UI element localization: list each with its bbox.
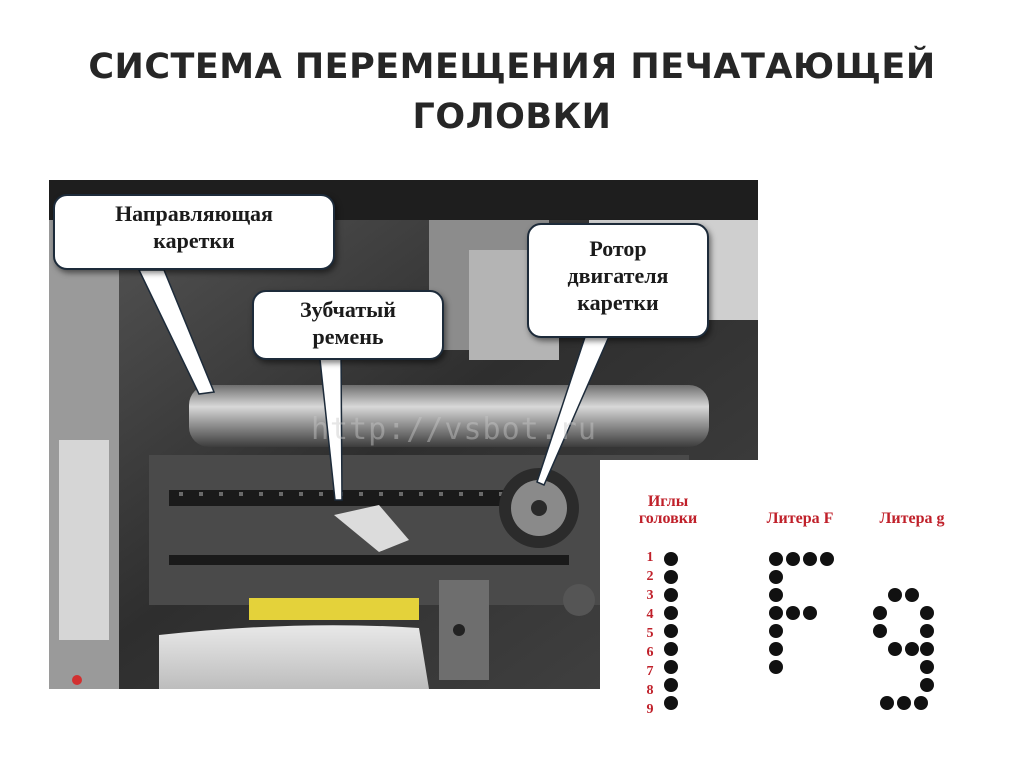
needle-column: [664, 552, 678, 710]
callout-guide-line-1: Направляющая: [63, 200, 325, 227]
paper-roll: [159, 625, 429, 689]
slide-title: СИСТЕМА ПЕРЕМЕЩЕНИЯ ПЕЧАТАЮЩЕЙ ГОЛОВКИ: [0, 42, 1024, 142]
letter-g-dots: [873, 588, 934, 710]
callout-belt-line-2: ремень: [262, 323, 434, 350]
red-indicator: [72, 675, 82, 685]
letter-f-dots: [769, 552, 834, 674]
callout-rotor-line-2: двигателя: [537, 262, 699, 289]
callout-rotor-line-3: каретки: [537, 289, 699, 316]
callout-toothed-belt: Зубчатый ремень: [252, 290, 444, 360]
slide-title-line-2: ГОЛОВКИ: [0, 92, 1024, 142]
watermark-text: http://vsbot.ru: [311, 412, 597, 447]
bracket-screw: [453, 624, 465, 636]
callout-motor-rotor: Ротор двигателя каретки: [527, 223, 709, 338]
callout-guide-line-2: каретки: [63, 227, 325, 254]
callout-carriage-guide: Направляющая каретки: [53, 194, 335, 270]
callout-rotor-line-1: Ротор: [537, 235, 699, 262]
callout-belt-line-1: Зубчатый: [262, 296, 434, 323]
toothed-belt-lower: [169, 555, 569, 565]
needle-diagram: Иглы головки Литера F Литера g 1 2 3 4 5…: [600, 460, 975, 740]
yellow-warning-label: [249, 598, 419, 620]
slide-title-line-1: СИСТЕМА ПЕРЕМЕЩЕНИЯ ПЕЧАТАЮЩЕЙ: [0, 42, 1024, 92]
lower-gear: [563, 584, 595, 616]
motor-rotor-center: [531, 500, 547, 516]
left-frame-highlight: [59, 440, 109, 640]
dot-matrix-graphic: [600, 460, 975, 740]
